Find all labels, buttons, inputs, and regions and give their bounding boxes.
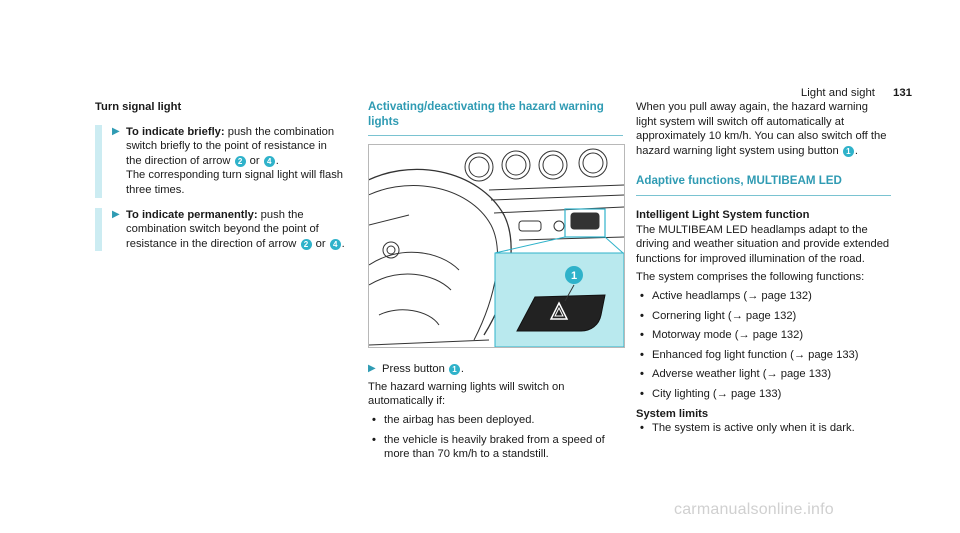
step-body: push the combination switch briefly to t… (126, 125, 335, 167)
list-item: Adverse weather light (→ page 133) (636, 367, 891, 382)
step-body: Press button (382, 363, 448, 376)
step-body: push the combination switch beyond the p… (126, 208, 319, 250)
callout-1: 1 (448, 364, 460, 376)
section-title: Light and sight (800, 87, 875, 99)
para-text: When you pull away again, the hazard war… (636, 101, 887, 157)
callout-1-marker (565, 266, 583, 285)
list-item: The system is active only when it is dar… (636, 421, 891, 436)
ils-description: The MULTIBEAM LED headlamps adapt to the… (636, 223, 890, 265)
callout-2: 2 (234, 155, 246, 167)
callout-4: 4 (329, 238, 341, 250)
hazard-button-illustration: 1 (368, 144, 625, 349)
function-label: Active headlamps ( (652, 289, 748, 302)
page-ref-link[interactable]: → page 133) (716, 387, 782, 400)
function-label: Adverse weather light ( (652, 368, 767, 381)
column-turn-signal: Turn signal light ▶ To indicate briefly:… (95, 100, 345, 261)
functions-intro: The system comprises the following funct… (636, 271, 865, 284)
turn-signal-heading: Turn signal light (95, 101, 182, 113)
step-body: or (312, 237, 329, 250)
functions-list: Active headlamps (→ page 132) Cornering … (636, 289, 891, 402)
hazard-triangle-icon (549, 301, 569, 320)
limits-list: The system is active only when it is dar… (636, 421, 891, 436)
step-indicate-briefly: ▶ To indicate briefly: push the combinat… (95, 124, 345, 198)
step-title: To indicate permanently: (126, 208, 258, 221)
page-header: Light and sight 131 (801, 86, 912, 101)
highlight-frame (564, 208, 606, 238)
page-ref-link[interactable]: → page 133) (766, 368, 832, 381)
step-bar (95, 124, 102, 198)
function-label: Motorway mode ( (652, 329, 739, 342)
step-text: To indicate briefly: push the combinatio… (126, 125, 345, 198)
list-item: City lighting (→ page 133) (636, 387, 891, 402)
hazard-switch-off-para: When you pull away again, the hazard war… (636, 100, 891, 158)
dashboard-drawing: 1 (369, 148, 624, 348)
step-text: To indicate permanently: push the combin… (126, 208, 345, 252)
step-note: The corresponding turn signal light will… (126, 169, 344, 196)
step-press-button: ▶ Press button 1. (368, 362, 623, 377)
step-arrow-icon: ▶ (112, 208, 120, 220)
function-label: Enhanced fog light function ( (652, 348, 794, 361)
callout-1-label: 1 (571, 270, 577, 282)
step-bar (95, 207, 102, 252)
page-ref-link[interactable]: → page 132) (747, 289, 812, 302)
list-item: Enhanced fog light function (→ page 133) (636, 348, 891, 363)
step-body: . (460, 363, 465, 376)
callout-4: 4 (263, 155, 275, 167)
callout-1: 1 (842, 145, 854, 157)
hazard-conditions-list: the airbag has been deployed. the vehicl… (368, 413, 623, 462)
adaptive-heading: Adaptive functions, MULTIBEAM LED (636, 174, 891, 196)
step-title: To indicate briefly: (126, 125, 225, 138)
list-item: the airbag has been deployed. (368, 413, 623, 428)
page-ref-link[interactable]: → page 133) (793, 348, 859, 361)
limits-heading: System limits (636, 407, 709, 420)
list-item: Motorway mode (→ page 132) (636, 328, 891, 343)
list-item: the vehicle is heavily braked from a spe… (368, 433, 623, 462)
step-text: Press button 1. (382, 362, 464, 377)
page-number: 131 (892, 87, 912, 99)
step-indicate-permanently: ▶ To indicate permanently: push the comb… (95, 207, 345, 252)
page-ref-link[interactable]: → page 132) (738, 329, 804, 342)
column-adaptive-functions: When you pull away again, the hazard war… (636, 100, 891, 441)
column-hazard-lights: Activating/deactivating the hazard warni… (368, 100, 625, 467)
page-ref-link[interactable]: → page 132) (731, 309, 797, 322)
hazard-intro: The hazard warning lights will switch on… (368, 380, 565, 408)
step-body: or (246, 154, 263, 167)
function-label: Cornering light ( (652, 309, 732, 322)
watermark: carmanualsonline.info (674, 501, 834, 518)
step-body: . (275, 154, 279, 167)
list-item: Cornering light (→ page 132) (636, 309, 891, 324)
step-body: . (341, 237, 345, 250)
para-text: . (854, 144, 858, 157)
step-arrow-icon: ▶ (112, 125, 120, 137)
list-item: Active headlamps (→ page 132) (636, 289, 891, 304)
step-arrow-icon: ▶ (368, 363, 376, 375)
hazard-heading: Activating/deactivating the hazard warni… (368, 100, 623, 137)
ils-subheading: Intelligent Light System function (636, 208, 810, 221)
function-label: City lighting ( (652, 387, 717, 400)
callout-2: 2 (300, 238, 312, 250)
